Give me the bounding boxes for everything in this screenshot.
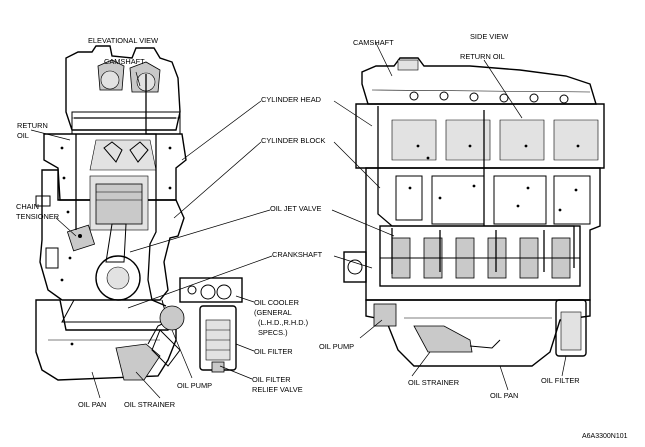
label-oil-pump-left: OIL PUMP	[177, 381, 212, 390]
label-oil-pan-left: OIL PAN	[78, 400, 106, 409]
label-oil-strainer-right: OIL STRAINER	[408, 378, 459, 387]
label-camshaft-left: CAMSHAFT	[104, 57, 145, 66]
label-elevational-view: ELEVATIONAL VIEW	[88, 36, 158, 45]
label-camshaft-right: CAMSHAFT	[353, 38, 394, 47]
label-return-oil-left-line2: OIL	[17, 131, 29, 140]
label-oil-filter-right: OIL FILTER	[541, 376, 580, 385]
label-oil-filter-relief-line2: RELIEF VALVE	[252, 385, 303, 394]
label-chain-tensioner-line1: CHAIN	[16, 202, 39, 211]
label-oil-strainer-left: OIL STRAINER	[124, 400, 175, 409]
side-view-engine	[343, 57, 605, 367]
label-oil-cooler-line3: (L.H.D.,R.H.D.)	[258, 318, 308, 327]
label-oil-pan-right: OIL PAN	[490, 391, 518, 400]
label-oil-jet-valve: OIL JET VALVE	[270, 204, 322, 213]
label-crankshaft: CRANKSHAFT	[272, 250, 323, 259]
figure-code: A6A3300N101	[582, 433, 628, 440]
label-oil-cooler-line1: OIL COOLER	[254, 298, 299, 307]
leader-lines	[30, 42, 567, 399]
label-return-oil-left-line1: RETURN	[17, 121, 48, 130]
label-oil-filter-left: OIL FILTER	[254, 347, 293, 356]
labels: ELEVATIONAL VIEW SIDE VIEW CAMSHAFT CAMS…	[16, 32, 628, 440]
label-return-oil-right: RETURN OIL	[460, 52, 505, 61]
label-cylinder-head: CYLINDER HEAD	[261, 95, 321, 104]
elevational-view-engine	[35, 45, 243, 381]
label-side-view: SIDE VIEW	[470, 32, 508, 41]
label-oil-cooler-line4: SPECS.)	[258, 328, 288, 337]
label-chain-tensioner-line2: TENSIONER	[16, 212, 59, 221]
label-oil-cooler-line2: (GENERAL	[254, 308, 292, 317]
label-oil-filter-relief-line1: OIL FILTER	[252, 375, 291, 384]
label-oil-pump-right: OIL PUMP	[319, 342, 354, 351]
label-cylinder-block: CYLINDER BLOCK	[261, 136, 326, 145]
